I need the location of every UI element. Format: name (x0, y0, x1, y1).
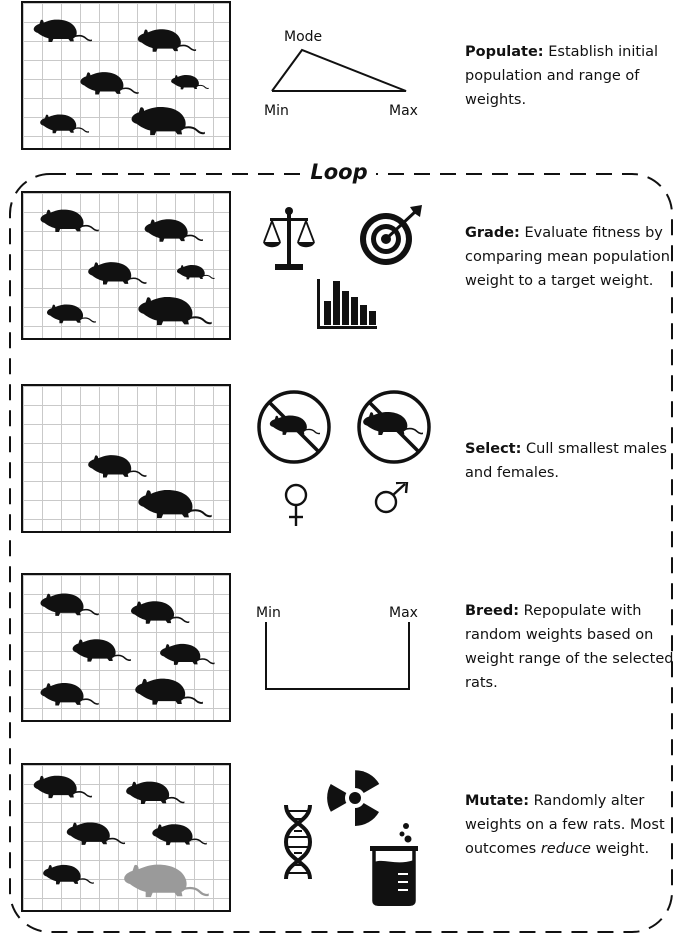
beaker-icon (370, 823, 418, 906)
rat-icon (159, 643, 215, 666)
male-symbol-icon (374, 482, 409, 514)
uniform-range-diagram (265, 622, 410, 690)
mutate-title: Mutate: (465, 793, 530, 809)
rat-icon (39, 113, 90, 134)
breed-description: Breed: Repopulate with random weights ba… (465, 599, 675, 695)
rat-icon (71, 638, 131, 663)
bar-chart-icon (317, 279, 377, 329)
rat-icon (87, 454, 147, 479)
rat-icon (46, 303, 96, 324)
populate-rat-panel (21, 1, 231, 150)
rat-icon (32, 774, 92, 799)
rat-icon (66, 821, 126, 846)
no-rat-icon (257, 390, 331, 464)
rat-icon (42, 864, 94, 886)
rat-icon (79, 71, 139, 96)
rat-icon (39, 592, 99, 617)
mutate-description: Mutate: Randomly alter weights on a few … (465, 789, 675, 861)
breed-rat-panel (21, 573, 231, 722)
breed-text: Repopulate with random weights based on … (465, 603, 674, 691)
breed-title: Breed: (465, 603, 520, 619)
mutate-text-end: weight. (595, 841, 650, 857)
rat-icon (125, 780, 185, 805)
rat-icon (39, 208, 99, 233)
rat-icon (130, 600, 190, 625)
no-rat-icon (357, 390, 431, 464)
radiation-icon (327, 770, 380, 826)
mutant-rat-icon (123, 863, 209, 899)
target-icon (360, 205, 422, 265)
rat-icon (134, 677, 203, 706)
select-text: Cull smallest males and females. (465, 441, 667, 481)
rat-icon (143, 218, 203, 243)
grade-text: Evaluate fitness by comparing mean popul… (465, 225, 670, 289)
grade-rat-panel (21, 191, 231, 340)
triangle-mode-label: Mode (284, 29, 323, 45)
populate-description: Populate: Establish initial population a… (465, 40, 675, 112)
grade-description: Grade: Evaluate fitness by comparing mea… (465, 221, 675, 293)
triangle-max-label: Max (389, 103, 418, 119)
rat-icon (130, 105, 205, 137)
range-max-label: Max (389, 605, 418, 621)
loop-title: Loop (302, 157, 376, 187)
triangle-min-label: Min (264, 103, 289, 119)
rat-icon (87, 261, 147, 286)
rat-icon (39, 682, 99, 707)
rat-icon (151, 823, 207, 846)
rat-icon (137, 488, 212, 520)
rat-icon (137, 295, 212, 327)
select-title: Select: (465, 441, 522, 457)
select-rat-panel (21, 384, 231, 533)
mutate-emphasis: reduce (540, 841, 591, 857)
populate-title: Populate: (465, 44, 544, 60)
populate-text: Establish initial population and range o… (465, 44, 659, 108)
dna-icon (283, 804, 313, 880)
range-min-label: Min (256, 605, 281, 621)
mutate-rat-panel (21, 763, 231, 912)
weight-distribution-triangle (271, 48, 407, 92)
rat-icon (176, 264, 215, 280)
rat-icon (137, 28, 197, 53)
rat-icon (32, 18, 92, 43)
grade-title: Grade: (465, 225, 520, 241)
mutate-text: Randomly alter weights on a few rats. Mo… (465, 793, 665, 857)
select-description: Select: Cull smallest males and females. (465, 437, 675, 485)
rat-icon (170, 74, 209, 90)
scales-icon (263, 207, 315, 270)
female-symbol-icon (284, 483, 308, 526)
